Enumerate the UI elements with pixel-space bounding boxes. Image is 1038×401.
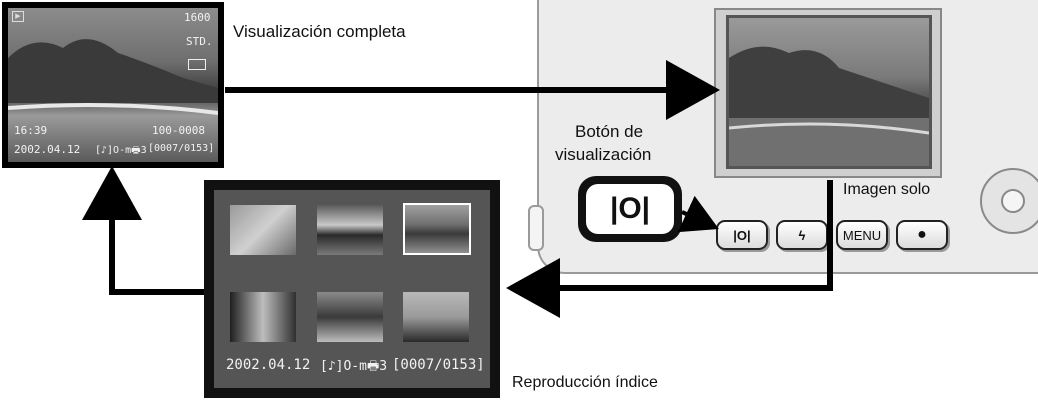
index-thumb-5[interactable] xyxy=(317,292,383,342)
time-value: 16:39 xyxy=(14,124,48,137)
dial-center xyxy=(1001,189,1025,213)
index-status-icons: [♪]O-m🖶3 xyxy=(320,359,388,374)
play-mode-icon: ▶ xyxy=(12,11,24,22)
menu-label: MENU xyxy=(842,227,882,243)
record-icon: ● xyxy=(917,226,927,243)
index-thumb-4[interactable] xyxy=(230,292,296,342)
display-button-callout-face: |O| xyxy=(586,184,674,234)
flash-icon: ϟ xyxy=(798,227,806,243)
arrow-index-to-full xyxy=(82,166,204,295)
index-date: 2002.04.12 xyxy=(226,357,311,373)
full-view-image xyxy=(8,8,218,162)
menu-button[interactable]: MENU xyxy=(836,220,888,250)
display-button-callout: |O| xyxy=(578,176,682,242)
quality-value: STD. xyxy=(186,35,213,48)
full-view-lcd: ▶ 1600 STD. 16:39 100-0008 2002.04.12 [♪… xyxy=(2,2,224,168)
camera-side-notch xyxy=(528,205,544,251)
index-thumb-2[interactable] xyxy=(317,205,383,255)
camera-lcd-screen xyxy=(726,15,932,169)
index-thumb-1[interactable] xyxy=(230,205,296,255)
display-icon: |O| xyxy=(733,227,751,243)
iso-value: 1600 xyxy=(184,11,211,24)
file-number: 100-0008 xyxy=(152,124,205,137)
date-value: 2002.04.12 xyxy=(14,143,81,156)
display-icon-large: |O| xyxy=(609,192,651,225)
record-button[interactable]: ● xyxy=(896,220,948,250)
index-playback-label: Reproducción índice xyxy=(512,374,658,391)
index-thumb-3-selected[interactable] xyxy=(403,203,471,255)
full-view-label: Visualización completa xyxy=(233,22,406,41)
index-frame-counter: [0007/0153] xyxy=(392,357,485,373)
button-title-line1: Botón de xyxy=(575,122,644,141)
frame-counter: [0007/0153] xyxy=(148,143,215,154)
controller-dial[interactable] xyxy=(980,168,1038,234)
button-title-line2: visualización xyxy=(555,145,652,164)
image-only-label: Imagen solo xyxy=(843,181,931,198)
status-icons: [♪]O-m🖶3 xyxy=(95,145,147,156)
index-thumb-6[interactable] xyxy=(403,292,469,342)
flash-button[interactable]: ϟ xyxy=(776,220,828,250)
battery-icon xyxy=(188,59,206,70)
display-button[interactable]: |O| xyxy=(716,220,768,250)
